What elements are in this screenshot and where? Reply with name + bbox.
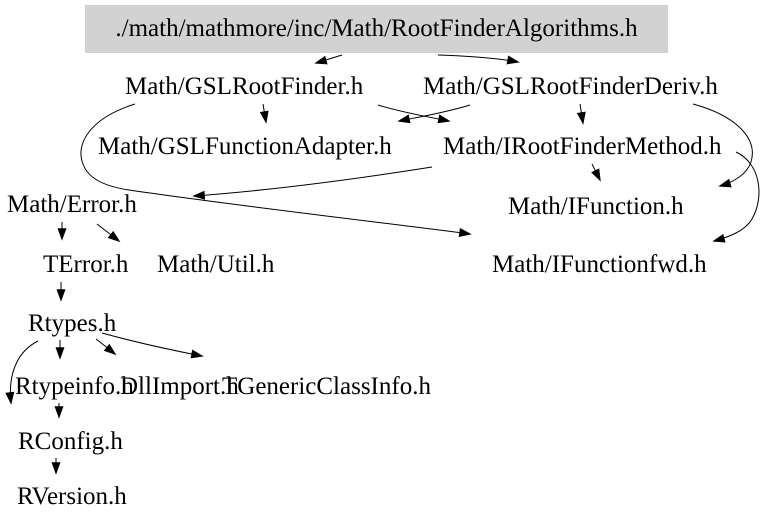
- node-tgenericclassinfo[interactable]: TGenericClassInfo.h: [222, 373, 431, 400]
- edge-irootfindermethod-to-ifunction: [591, 163, 601, 182]
- edge-rtypes-to-dllimport: [95, 338, 117, 356]
- node-gslrootfinderderiv[interactable]: Math/GSLRootFinderDeriv.h: [423, 73, 718, 100]
- node-irootfindermethod[interactable]: Math/IRootFinderMethod.h: [443, 133, 722, 160]
- edge-gslrootfinderderiv-to-ifunction: [692, 103, 753, 188]
- edge-root-to-gslrootfinderderiv: [437, 54, 520, 65]
- edge-irootfindermethod-to-ifunctionfwd: [712, 151, 760, 243]
- node-rtypes[interactable]: Rtypes.h: [28, 310, 117, 337]
- node-gslrootfinder[interactable]: Math/GSLRootFinder.h: [125, 73, 364, 100]
- edge-gslrootfinderderiv-to-irootfindermethod: [576, 103, 586, 125]
- node-rootfinderalgorithms: ./math/mathmore/inc/Math/RootFinderAlgor…: [85, 5, 668, 53]
- node-terror[interactable]: TError.h: [43, 251, 129, 278]
- edge-gslrootfinderderiv-to-gslfunctionadapter: [397, 104, 471, 124]
- edge-gslrootfinder-to-irootfindermethod: [377, 104, 451, 124]
- edge-root-to-gslrootfinder: [314, 54, 343, 65]
- node-rversion[interactable]: RVersion.h: [17, 483, 127, 510]
- edge-gslrootfinder-to-gslfunctionadapter: [259, 103, 269, 124]
- node-error[interactable]: Math/Error.h: [7, 191, 137, 218]
- edge-gslrootfinder-to-ifunctionfwd: [80, 103, 472, 237]
- edge-irootfindermethod-to-error: [192, 166, 433, 200]
- node-rtypeinfo[interactable]: Rtypeinfo.h: [15, 373, 134, 400]
- node-util[interactable]: Math/Util.h: [157, 251, 275, 278]
- edge-rtypes-to-rconfig: [5, 340, 39, 405]
- edge-rtypes-to-tgenericclassinfo: [101, 332, 204, 359]
- edge-error-to-util: [96, 223, 121, 243]
- node-ifunction[interactable]: Math/IFunction.h: [508, 193, 684, 220]
- node-gslfunctionadapter[interactable]: Math/GSLFunctionAdapter.h: [98, 133, 392, 160]
- node-ifunctionfwd[interactable]: Math/IFunctionfwd.h: [492, 251, 707, 278]
- node-dllimport[interactable]: DllImport.h: [120, 373, 239, 400]
- node-rconfig[interactable]: RConfig.h: [18, 428, 123, 455]
